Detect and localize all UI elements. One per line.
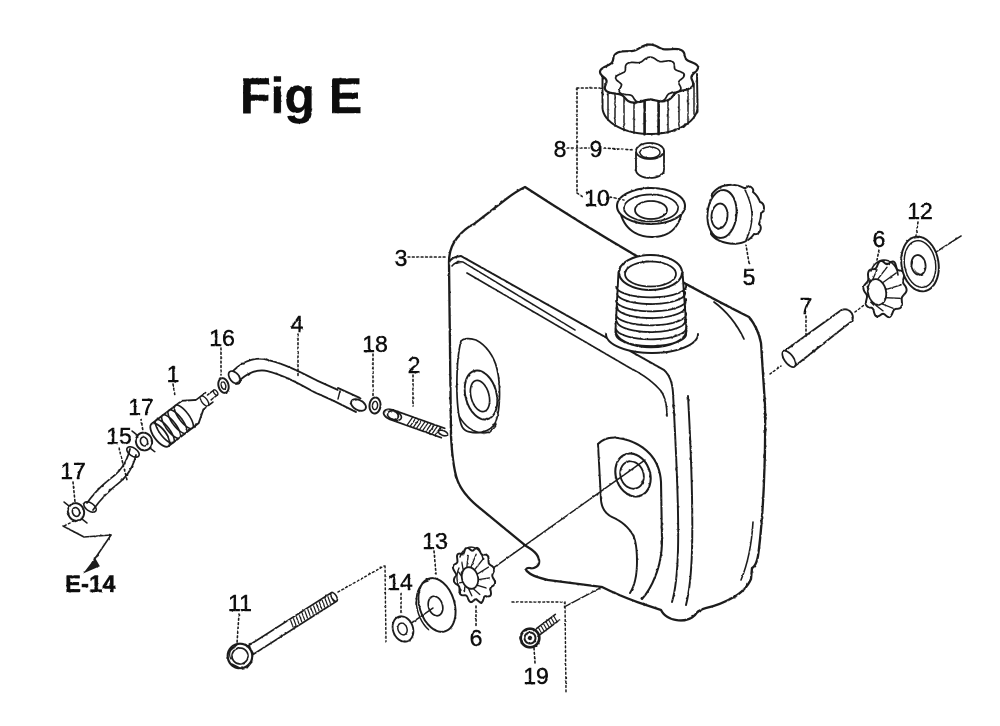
svg-text:2: 2 [408, 352, 421, 378]
svg-text:8: 8 [554, 136, 567, 162]
svg-text:11: 11 [228, 590, 252, 616]
svg-text:9: 9 [590, 136, 603, 162]
svg-text:1: 1 [167, 361, 180, 387]
svg-text:12: 12 [907, 198, 933, 224]
svg-text:14: 14 [387, 569, 413, 595]
svg-text:6: 6 [873, 226, 886, 252]
svg-text:17: 17 [60, 458, 86, 484]
svg-text:7: 7 [800, 293, 813, 319]
svg-text:19: 19 [523, 663, 549, 689]
svg-text:18: 18 [362, 331, 388, 357]
svg-text:10: 10 [584, 185, 610, 211]
svg-text:6: 6 [470, 625, 483, 651]
svg-text:4: 4 [291, 311, 304, 337]
svg-text:5: 5 [743, 264, 756, 290]
svg-text:17: 17 [128, 394, 154, 420]
svg-text:3: 3 [395, 245, 408, 271]
svg-text:16: 16 [209, 325, 235, 351]
svg-text:15: 15 [106, 423, 132, 449]
svg-text:E-14: E-14 [65, 571, 116, 598]
svg-text:13: 13 [422, 528, 448, 554]
svg-text:Fig E: Fig E [240, 68, 362, 124]
